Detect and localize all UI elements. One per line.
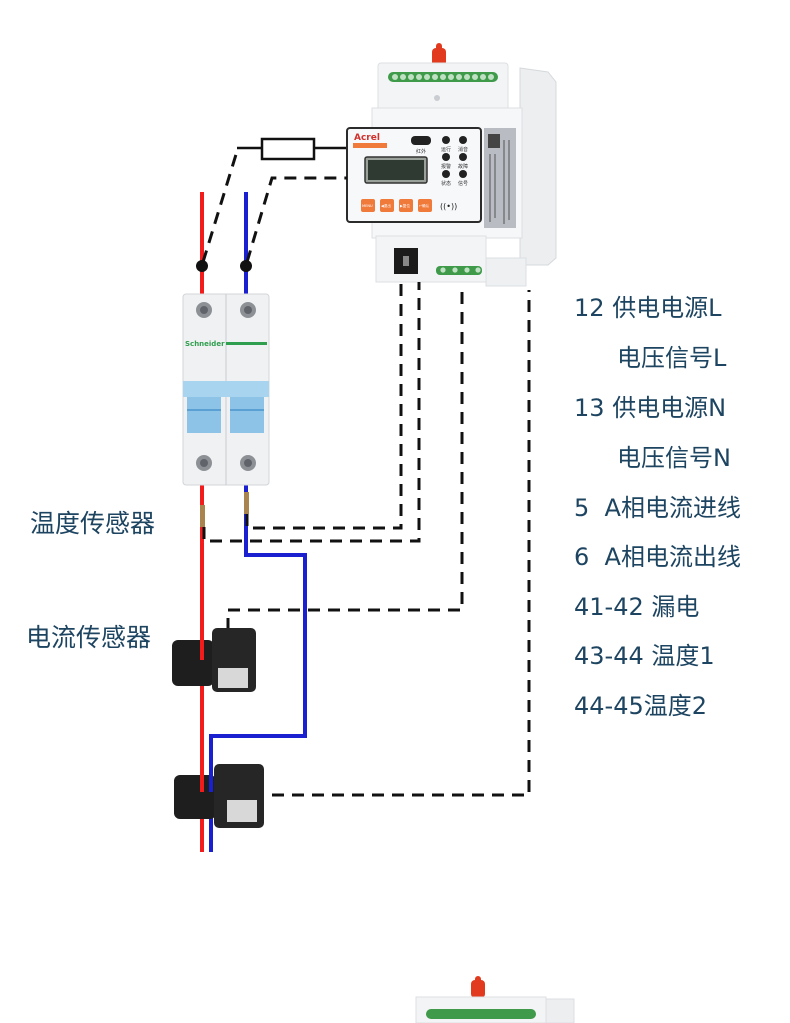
- legend-item: 13 供电电源N: [574, 394, 727, 422]
- leakage-current-transformer: [172, 628, 256, 692]
- svg-text:↵确认: ↵确认: [419, 203, 430, 208]
- circuit-breaker: Schneider: [182, 293, 270, 486]
- legend-item: 43-44 温度1: [574, 642, 715, 670]
- menu-button[interactable]: [361, 199, 375, 212]
- current-sensor-label: 电流传感器: [26, 623, 152, 652]
- back-button[interactable]: [380, 199, 394, 212]
- legend-item: 电压信号L: [617, 344, 727, 372]
- breaker-toggle[interactable]: [183, 381, 269, 397]
- indicator-label: 状态: [441, 180, 451, 187]
- temperature-sensor-label: 温度传感器: [30, 509, 156, 538]
- indicator-label: 故障: [458, 163, 468, 170]
- device-buttons: MENU ◀退出 ▶复位 ↵确认: [361, 199, 432, 212]
- legend-item: 44-45温度2: [574, 692, 708, 720]
- bottom-terminal-block: [436, 266, 482, 275]
- indicator-label: 运行: [441, 146, 451, 153]
- breaker-brand: Schneider: [185, 340, 225, 348]
- legend-item: 41-42 漏电: [574, 593, 700, 621]
- svg-text:MENU: MENU: [362, 204, 373, 208]
- brand-logo: Acrel: [354, 133, 380, 143]
- svg-text:红外: 红外: [416, 148, 426, 155]
- model-badge: [353, 143, 387, 148]
- device-preview-bottom: [415, 976, 575, 1023]
- antenna: [432, 43, 446, 66]
- legend-item: 5 A相电流进线: [574, 494, 741, 522]
- indicator-leds: [442, 136, 467, 178]
- monitoring-device: Acrel 红外 运行 消音 报警 故障 状态 信号 MENU: [346, 43, 557, 287]
- svg-text:▶复位: ▶复位: [400, 203, 410, 208]
- svg-text:◀退出: ◀退出: [381, 203, 391, 208]
- indicator-label: 信号: [458, 180, 468, 187]
- indicator-label: 消音: [458, 146, 468, 153]
- legend-item: 12 供电电源L: [574, 294, 722, 322]
- legend-item: 6 A相电流出线: [574, 543, 741, 571]
- infrared-window: [411, 136, 431, 145]
- current-transformer: [174, 764, 264, 828]
- wireless-icon: ((•)): [440, 202, 457, 211]
- resistor: [237, 137, 346, 161]
- junction-dots: [196, 260, 252, 272]
- legend-item: 电压信号N: [617, 444, 731, 472]
- neutral-wire: [209, 192, 307, 852]
- indicator-label: 报警: [441, 163, 451, 170]
- reset-button[interactable]: [399, 199, 413, 212]
- confirm-button[interactable]: [418, 199, 432, 212]
- signal-wires: [201, 147, 531, 797]
- temperature-sensor-probes: [200, 492, 249, 527]
